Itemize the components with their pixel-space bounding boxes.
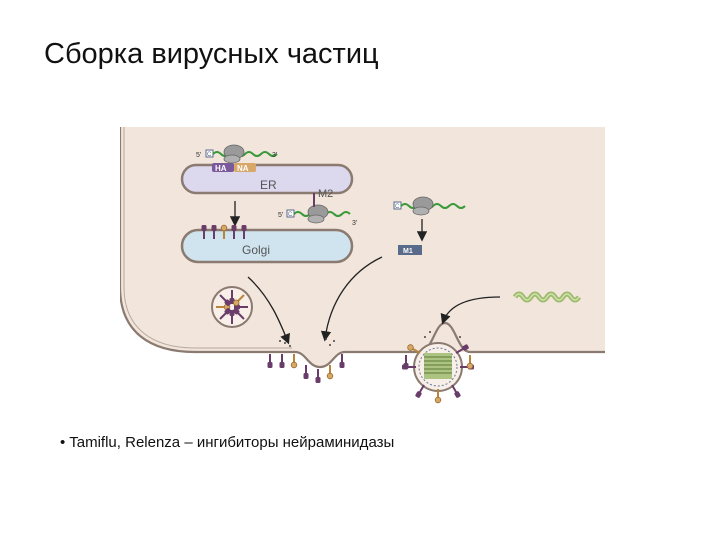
ha-label: HA <box>215 164 227 173</box>
five-prime-label-1: 5' <box>196 152 201 159</box>
m1-label: M1 <box>403 248 413 255</box>
cap-label-1: C <box>207 152 212 158</box>
cap-label-2: C <box>288 212 293 218</box>
virus-assembly-diagram: HA NA ER M2 5' C 3' 5' C 3' Golgi <box>120 127 605 417</box>
golgi-apparatus: Golgi <box>182 225 352 262</box>
three-prime-label-2: 3' <box>352 220 357 227</box>
golgi-label: Golgi <box>242 243 270 257</box>
er-label: ER <box>260 178 277 192</box>
transport-vesicle <box>212 287 252 327</box>
three-prime-label-1: 3' <box>272 152 277 159</box>
bullet-text: Tamiflu, Relenza – ингибиторы нейраминид… <box>69 434 394 451</box>
na-label: NA <box>237 164 249 173</box>
bullet-item: •Tamiflu, Relenza – ингибиторы нейрамини… <box>60 434 394 451</box>
bullet-marker: • <box>60 434 65 451</box>
five-prime-label-2: 5' <box>278 212 283 219</box>
m2-label: M2 <box>318 188 333 200</box>
slide-title: Сборка вирусных частиц <box>44 38 379 71</box>
cap-label-3: C <box>395 204 400 210</box>
